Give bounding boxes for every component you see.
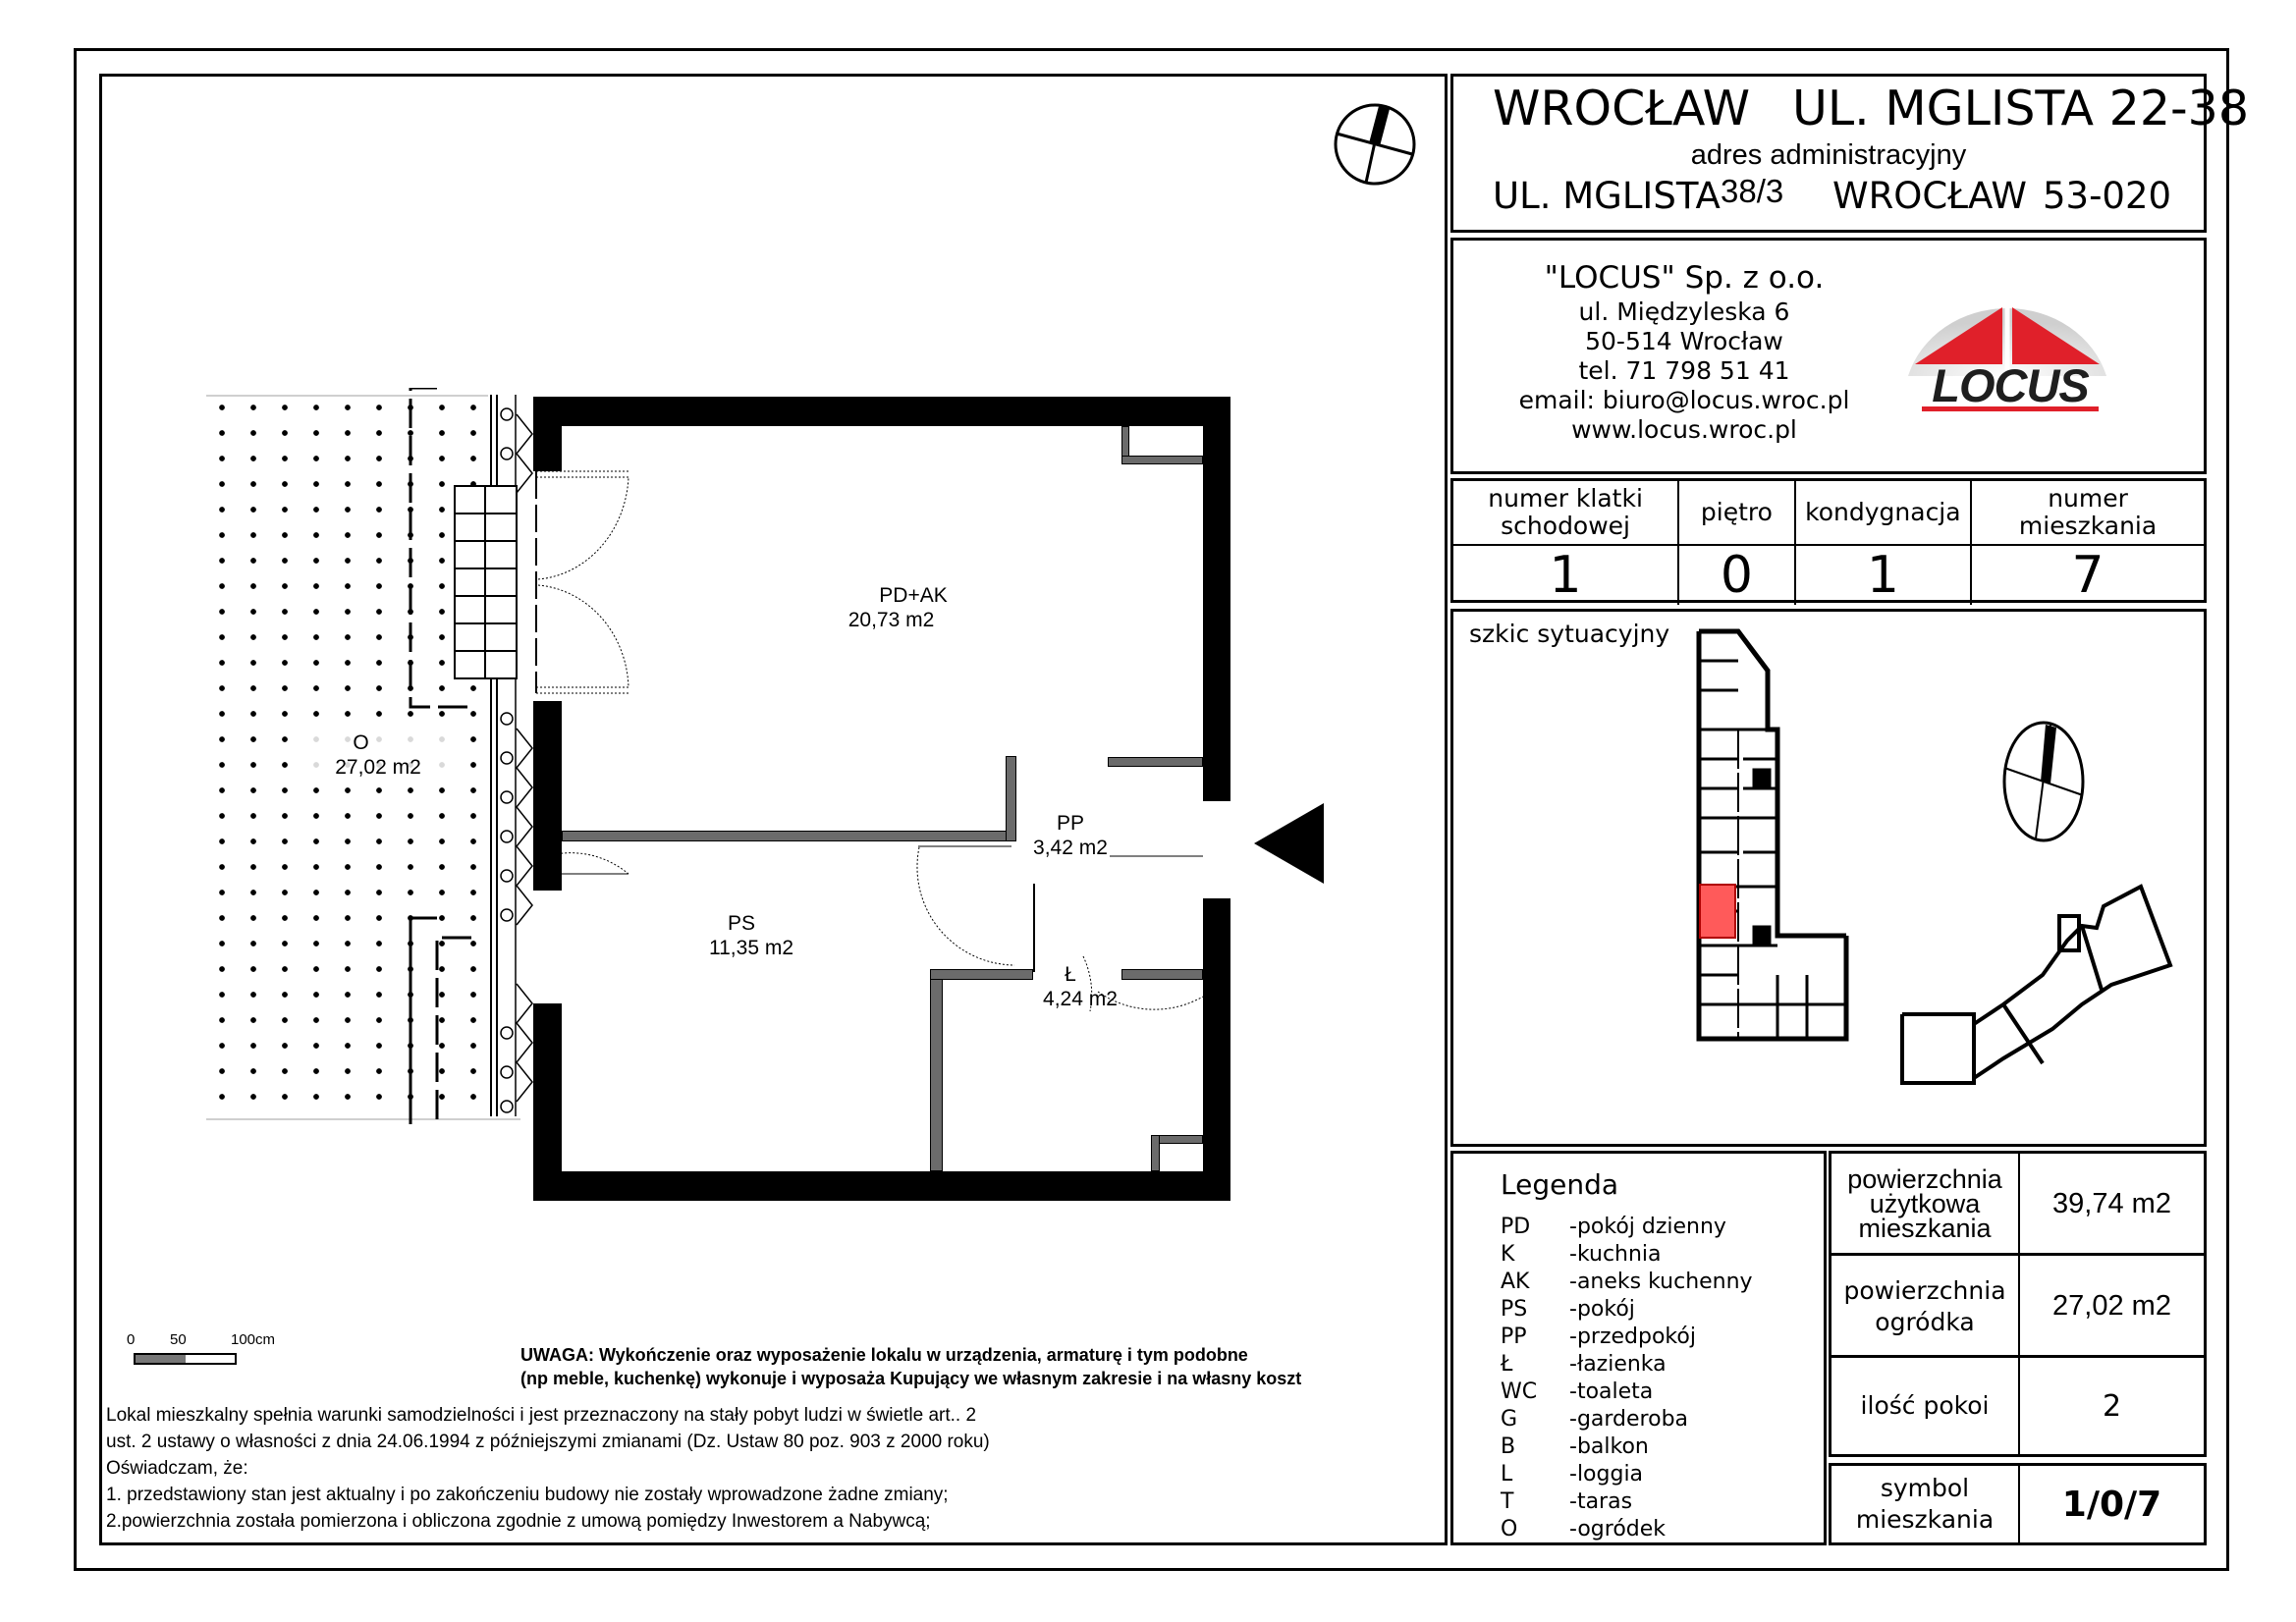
company-city: 50-514 Wrocław	[1585, 327, 1783, 355]
interior-wall-stub	[1006, 756, 1016, 841]
door-swings	[535, 470, 1204, 1011]
header-floor: piętro	[1677, 481, 1796, 546]
admin-postcode: 53-020	[2043, 175, 2172, 217]
legend-item: L-loggia	[1501, 1462, 1644, 1487]
value-storey: 1	[1793, 544, 1973, 605]
exterior-wall-left-2	[533, 701, 562, 891]
legend-item: AK-aneks kuchenny	[1501, 1270, 1753, 1294]
exterior-wall-left-3	[533, 1003, 562, 1201]
exterior-wall-right-upper	[1203, 397, 1230, 801]
legend-item: G-garderoba	[1501, 1407, 1689, 1432]
room-label-hall: PP 3,42 m2	[1033, 812, 1108, 859]
logo-text: LOCUS	[1932, 359, 2090, 411]
sketch-compass-icon	[2002, 721, 2085, 842]
north-compass-icon	[1334, 103, 1416, 186]
highlighted-apartment	[1699, 884, 1736, 939]
usable-area-value: 39,74 m2	[2052, 1188, 2171, 1219]
garden-boundary-lines	[206, 388, 520, 1124]
admin-city: WROCŁAW	[1832, 175, 2027, 217]
street-range-title: UL. MGLISTA 22-38	[1792, 81, 2250, 136]
sheet-outer-frame	[74, 48, 2229, 1571]
company-phone: tel. 71 798 51 41	[1578, 356, 1790, 385]
exterior-wall-top	[533, 397, 1230, 426]
site-sketch: szkic sytuacyjny	[1450, 609, 2207, 1147]
value-floor: 0	[1677, 544, 1796, 605]
company-street: ul. Międzyleska 6	[1578, 297, 1790, 326]
bathroom-wall-top-left	[930, 969, 1033, 980]
legend-item: WC-toaleta	[1501, 1379, 1654, 1404]
legend-item: Ł-łazienka	[1501, 1352, 1667, 1377]
legend-item: T-taras	[1501, 1489, 1633, 1514]
legend-box: Legenda PD-pokój dzienny K-kuchnia AK-an…	[1450, 1151, 1827, 1545]
stat-room-count: ilość pokoi 2	[1829, 1355, 2207, 1457]
exterior-wall-left-1	[533, 397, 562, 471]
city-title: WROCŁAW	[1493, 81, 1751, 136]
legend-item: B-balkon	[1501, 1434, 1649, 1459]
legend-item: O-ogródek	[1501, 1517, 1667, 1541]
admin-street: UL. MGLISTA	[1493, 175, 1721, 217]
legend-item: PS-pokój	[1501, 1297, 1635, 1322]
exterior-wall-right-lower	[1203, 898, 1230, 1201]
finishing-warning: UWAGA: Wykończenie oraz wyposażenie loka…	[520, 1345, 1302, 1388]
window-sill-grid	[454, 485, 518, 679]
shaft-wall-h	[1121, 456, 1203, 464]
value-staircase: 1	[1453, 544, 1680, 605]
room-count-value: 2	[2102, 1388, 2122, 1424]
declaration-text: Lokal mieszkalny spełnia warunki samodzi…	[106, 1405, 990, 1532]
admin-number: 38/3	[1721, 173, 1784, 209]
exterior-wall-bottom	[533, 1171, 1230, 1201]
company-contact: "LOCUS" Sp. z o.o. ul. Międzyleska 6 50-…	[1453, 258, 1915, 445]
room-label-garden: O 27,02 m2	[304, 730, 452, 780]
interior-wall-kitchen	[1108, 757, 1203, 767]
legend-title: Legenda	[1501, 1168, 1619, 1201]
garden-area-value: 27,02 m2	[2052, 1290, 2171, 1322]
room-label-bedroom: PS 11,35 m2	[709, 912, 793, 959]
header-storey: kondygnacja	[1793, 481, 1973, 546]
bathroom-wall-top-right	[1121, 969, 1203, 980]
company-website[interactable]: www.locus.wroc.pl	[1571, 415, 1797, 444]
address-header: WROCŁAW UL. MGLISTA 22-38 adres administ…	[1450, 74, 2249, 233]
locus-logo: LOCUS	[1900, 288, 2121, 415]
site-plan-drawing	[1696, 628, 2173, 1085]
floor-plan-panel	[99, 74, 1448, 1545]
value-apartment-number: 7	[1970, 544, 2204, 605]
legend-item: PP-przedpokój	[1501, 1325, 1696, 1349]
company-box: "LOCUS" Sp. z o.o. ul. Międzyleska 6 50-…	[1450, 238, 2207, 474]
company-name: "LOCUS" Sp. z o.o.	[1544, 260, 1825, 296]
admin-address-label: adres administracyjny	[1690, 139, 1967, 171]
room-label-living: PD+AK 20,73 m2	[847, 584, 948, 631]
company-email[interactable]: email: biuro@locus.wroc.pl	[1518, 386, 1850, 414]
bathroom-shaft-v	[1151, 1135, 1160, 1171]
entrance-arrow-icon	[1254, 803, 1324, 884]
room-label-bathroom: Ł 4,24 m2	[1043, 963, 1118, 1010]
legend-item: K-kuchnia	[1501, 1242, 1662, 1267]
locus-roof-icon	[1908, 288, 2106, 411]
apartment-symbol-value: 1/0/7	[2061, 1484, 2162, 1525]
legend-item: PD-pokój dzienny	[1501, 1215, 1726, 1239]
site-sketch-title: szkic sytuacyjny	[1469, 620, 1670, 648]
